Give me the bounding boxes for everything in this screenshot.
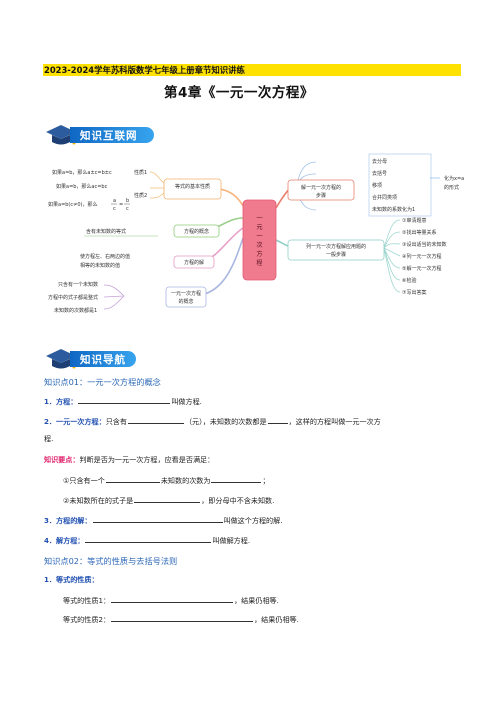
title-highlight-bar — [43, 64, 461, 76]
mindmap: 一 元 一 次 方 程 等式的基本性质 如果a=b，那么a±c=b±c 性质1 … — [48, 153, 464, 314]
concept-node — [173, 224, 220, 238]
solution-item-1: 使方程左、右两边的值 — [80, 253, 130, 260]
svg-text:元: 元 — [256, 224, 262, 231]
concept-item: 含有未知数的等式 — [86, 228, 126, 235]
prop1-label: 性质1 — [134, 169, 147, 176]
kp1-item4: 4．解方程：叫做解方程. — [44, 534, 251, 545]
banner-network-label: 知识互联网 — [80, 130, 138, 142]
apply-item: ④列一元一次方程 — [402, 253, 441, 260]
concept: 方程的概念 — [184, 228, 209, 235]
answer-blank[interactable] — [78, 395, 171, 404]
svg-text:方: 方 — [256, 250, 262, 258]
graduation-cap-icon — [46, 349, 76, 369]
banner-guide: 知识导航 — [44, 346, 156, 370]
answer-blank[interactable] — [85, 534, 212, 543]
kp2-title: 知识点02：等式的性质与去括号法则 — [44, 556, 178, 566]
kp1-item1: 1．方程：叫做方程. — [44, 395, 202, 406]
answer-blank[interactable] — [111, 613, 254, 622]
apply-2: 一般步骤 — [326, 251, 346, 258]
svg-text:次: 次 — [256, 241, 262, 249]
prop2-label: 性质2 — [134, 192, 147, 199]
solve-item: 合并同类项 — [372, 194, 397, 201]
kp1-key1: ①只含有一个未知数的次数为； — [63, 474, 270, 485]
answer-blank[interactable] — [127, 415, 184, 424]
apply-items: ①审清题意 ②找出等量关系 ③设出适当的未知数 ④列一元一次方程 ⑤解一元一次方… — [402, 217, 446, 296]
svg-text:程: 程 — [256, 259, 262, 267]
answer-blank[interactable] — [111, 594, 234, 603]
solution-item-2: 相等的未知数的值 — [80, 262, 120, 269]
props-node — [163, 178, 222, 200]
kp1-key2: ②未知数所在的式子是，即分母中不含未知数. — [63, 494, 275, 505]
kp1-item3: 3．方程的解：叫做这个方程的解. — [44, 514, 283, 525]
solution: 方程的解 — [184, 259, 204, 266]
frac-eq: = — [119, 202, 123, 208]
linear-item: 未知数的次数都是1 — [54, 307, 97, 314]
solve-steps-1: 解一元一次方程的 — [301, 184, 341, 191]
solve-item: 去分母 — [372, 158, 387, 165]
kp1-key: 知识要点：判断是否为一元一次方程，应看是否满足： — [44, 455, 215, 464]
prop2-formula-a: 如果a=b，那么ac=bc — [56, 183, 108, 190]
kp2-prop2: 等式的性质2：，结果仍相等. — [63, 613, 299, 624]
apply-item: ①审清题意 — [402, 217, 426, 224]
solve-node — [287, 179, 355, 201]
center-node — [242, 199, 277, 281]
apply-item: ③设出适当的未知数 — [402, 241, 446, 248]
kp1-title: 知识点01：一元一次方程的概念 — [44, 377, 161, 387]
svg-text:一: 一 — [256, 215, 262, 222]
answer-blank[interactable] — [267, 415, 288, 424]
prop1-formula: 如果a=b，那么a±c=b±c — [52, 169, 112, 176]
form-note-1: 化为x=a — [444, 175, 464, 182]
solve-item: 去括号 — [372, 170, 387, 177]
banner-network: 知识互联网 — [44, 122, 156, 146]
linear-concept-1: 一元一次方程 — [171, 290, 201, 297]
kp2-prop1: 等式的性质1：，结果仍相等. — [63, 594, 279, 605]
linear-node — [165, 286, 207, 308]
solve-items: 去分母 去括号 移项 合并同类项 未知数的系数化为1 — [372, 158, 415, 213]
chapter-title: 第4章《一元一次方程》 — [164, 85, 314, 101]
banner-guide-label: 知识导航 — [80, 354, 126, 366]
prop2-formula-b: 如果a=b(c≠0)，那么 — [48, 201, 97, 208]
kp2-item1: 1．等式的性质： — [44, 575, 99, 584]
apply-item: ⑥检验 — [402, 277, 416, 284]
apply-item: ②找出等量关系 — [402, 229, 436, 236]
series-title: 2023-2024学年苏科版数学七年级上册章节知识讲练 — [44, 65, 245, 75]
linear-item: 方程中的式子都是整式 — [48, 294, 98, 301]
props-title: 等式的基本性质 — [175, 183, 210, 190]
kp1-item2-cont: 程. — [44, 434, 54, 443]
frac-num-right: b — [126, 198, 129, 204]
apply-node — [287, 239, 385, 261]
linear-item: 只含有一个未知数 — [58, 281, 98, 288]
solution-node — [173, 255, 215, 269]
solve-item: 未知数的系数化为1 — [372, 206, 415, 213]
frac-den-left: c — [113, 206, 116, 212]
answer-blank[interactable] — [105, 474, 160, 483]
kp1-item2: 2．一元一次方程：只含有（元），未知数的次数都是，这样的方程叫做一元一次方 — [44, 415, 381, 426]
form-note-2: 的形式 — [444, 184, 459, 191]
answer-blank[interactable] — [211, 474, 262, 483]
apply-item: ⑦写出答案 — [402, 289, 426, 296]
svg-text:一: 一 — [256, 233, 262, 240]
apply-item: ⑤解一元一次方程 — [402, 265, 441, 272]
solve-item: 移项 — [372, 182, 382, 189]
linear-concept-2: 的概念 — [178, 298, 193, 305]
apply-1: 列一元一次方程解应用题的 — [306, 243, 366, 250]
solve-steps-2: 步骤 — [316, 192, 326, 199]
frac-num-left: a — [113, 198, 116, 204]
answer-blank[interactable] — [92, 514, 223, 523]
frac-den-right: c — [126, 206, 129, 212]
answer-blank[interactable] — [134, 494, 201, 503]
